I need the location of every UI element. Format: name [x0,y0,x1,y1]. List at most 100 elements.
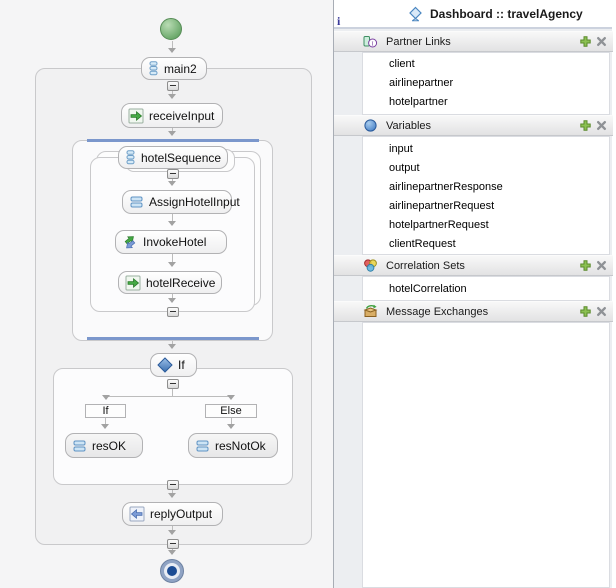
reply-icon [129,506,145,522]
partner-links-list: client airlinepartner hotelpartner [362,52,610,115]
activity-main2[interactable]: main2 [141,57,207,80]
flow-connector [168,294,176,303]
collapse-button[interactable] [167,169,179,179]
list-item[interactable]: output [389,162,420,174]
activity-hotelReceive[interactable]: hotelReceive [118,271,222,294]
activity-If[interactable]: If [150,353,197,377]
flow-connector [168,41,176,53]
activity-label: main2 [164,61,197,76]
activity-label: InvokeHotel [143,235,207,249]
svg-text:I: I [372,40,374,47]
section-label: Correlation Sets [386,259,465,272]
flow-connector [227,418,235,429]
activity-resOK[interactable]: resOK [65,433,143,458]
add-button[interactable] [580,260,591,271]
variable-icon [363,118,378,133]
section-label: Message Exchanges [386,305,489,318]
add-button[interactable] [580,36,591,47]
start-node[interactable] [160,18,182,40]
end-node[interactable] [160,559,184,583]
list-item[interactable]: hotelpartner [389,96,448,108]
process-diagram-canvas[interactable]: main2 receiveInput hotelSequence [0,0,333,588]
activity-label: AssignHotelInput [149,195,240,209]
dashboard-title-bar: i Dashboard :: travelAgency [334,0,612,29]
flow-connector [168,179,176,186]
section-label: Partner Links [386,35,451,48]
branch-connector [172,389,173,396]
branch-if[interactable]: If [85,404,126,418]
section-header-message-exchanges[interactable]: Message Exchanges [334,301,613,322]
branch-label: If [102,405,109,417]
info-glyph: i [337,14,341,28]
scope-accent-top [87,139,259,142]
message-exchanges-list [362,322,610,588]
activity-label: hotelSequence [141,150,222,165]
collapse-button[interactable] [167,307,179,317]
correlation-set-icon [363,258,378,273]
collapse-button[interactable] [167,81,179,91]
list-item[interactable]: hotelCorrelation [389,283,467,295]
flow-connector [168,526,176,535]
branch-label: Else [220,405,242,417]
section-header-correlation-sets[interactable]: Correlation Sets [334,255,613,276]
activity-replyOutput[interactable]: replyOutput [122,502,223,526]
list-item[interactable]: client [389,58,415,70]
assign-icon [195,439,210,453]
flow-connector [168,214,176,226]
dashboard-icon [407,6,424,28]
remove-button[interactable] [596,36,607,47]
branch-connector [106,396,232,397]
activity-label: resNotOk [215,438,266,453]
flow-connector [168,341,176,349]
list-item[interactable]: airlinepartnerResponse [389,181,503,193]
activity-InvokeHotel[interactable]: InvokeHotel [115,230,227,254]
add-button[interactable] [580,306,591,317]
activity-receiveInput[interactable]: receiveInput [121,103,223,128]
sequence-icon [148,61,159,76]
assign-icon [72,439,87,453]
collapse-button[interactable] [167,539,179,549]
activity-AssignHotelInput[interactable]: AssignHotelInput [122,190,240,214]
remove-button[interactable] [596,260,607,271]
message-exchange-icon [363,304,378,319]
activity-label: receiveInput [149,108,215,123]
activity-hotelSequence[interactable]: hotelSequence [118,146,228,169]
collapse-button[interactable] [167,379,179,389]
scope-accent-bottom [87,337,259,340]
activity-label: replyOutput [150,507,213,521]
flow-connector [168,91,176,99]
list-item[interactable]: airlinepartnerRequest [389,200,495,212]
section-label: Variables [386,119,432,132]
flow-connector [168,254,176,267]
section-header-variables[interactable]: Variables [334,115,613,136]
collapse-button[interactable] [167,480,179,490]
flow-connector [168,549,176,555]
activity-label: If [178,358,185,372]
branch-else[interactable]: Else [205,404,257,418]
sequence-icon [125,150,136,165]
list-item[interactable]: clientRequest [389,238,456,250]
section-header-partner-links[interactable]: I Partner Links [334,31,613,52]
flow-connector [168,128,176,136]
branch-connector [227,395,235,400]
activity-label: hotelReceive [146,275,216,290]
flow-connector [168,490,176,498]
add-button[interactable] [580,120,591,131]
invoke-icon [122,234,138,250]
assign-icon [129,195,144,209]
receive-icon [128,108,144,124]
receive-icon [125,275,141,291]
remove-button[interactable] [596,306,607,317]
activity-label: resOK [92,438,127,453]
remove-button[interactable] [596,120,607,131]
correlation-sets-list: hotelCorrelation [362,276,610,301]
list-item[interactable]: hotelpartnerRequest [389,219,489,231]
activity-resNotOk[interactable]: resNotOk [188,433,278,458]
list-item[interactable]: input [389,143,413,155]
list-item[interactable]: airlinepartner [389,77,454,89]
dashboard-panel: i Dashboard :: travelAgency I Partner Li… [333,0,613,588]
if-diamond-icon [157,357,173,373]
branch-connector [102,395,110,400]
dashboard-title: Dashboard :: travelAgency [430,7,583,21]
